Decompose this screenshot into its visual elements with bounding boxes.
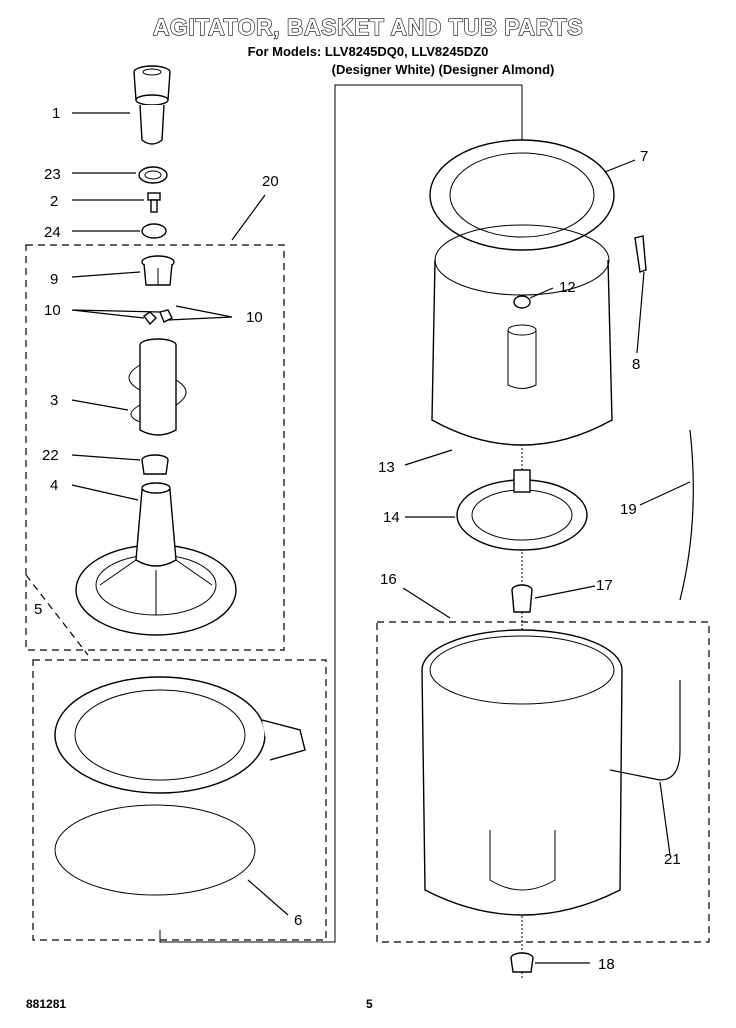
callout-9: 9 bbox=[50, 271, 58, 288]
part-8-bracket bbox=[634, 235, 647, 273]
callout-13: 13 bbox=[378, 459, 395, 476]
assembly-16-box bbox=[376, 621, 710, 943]
part-2-bolt bbox=[147, 192, 161, 213]
callout-23: 23 bbox=[44, 166, 61, 183]
callout-21: 21 bbox=[664, 851, 681, 868]
callout-3: 3 bbox=[50, 392, 58, 409]
part-24-o-ring bbox=[141, 223, 167, 239]
callout-16: 16 bbox=[380, 571, 397, 588]
part-5-tub-ring bbox=[54, 676, 306, 794]
callout-1: 1 bbox=[52, 105, 60, 122]
part-17-seal bbox=[511, 584, 533, 613]
part-10-dogs bbox=[142, 309, 173, 326]
callout-4: 4 bbox=[50, 477, 58, 494]
callout-7: 7 bbox=[640, 148, 648, 165]
part-21-drain-hose bbox=[609, 680, 681, 781]
part-9-cam bbox=[141, 255, 175, 286]
part-22-coupling bbox=[141, 454, 169, 475]
callout-10-right: 10 bbox=[246, 309, 263, 326]
part-1-agitator-cap bbox=[133, 65, 171, 145]
callout-14: 14 bbox=[383, 509, 400, 526]
part-14-drive-block bbox=[456, 469, 588, 551]
callout-18: 18 bbox=[598, 956, 615, 973]
callout-12: 12 bbox=[559, 279, 576, 296]
part-7-basket-ring bbox=[429, 139, 615, 251]
callout-19: 19 bbox=[620, 501, 637, 518]
callout-24: 24 bbox=[44, 224, 61, 241]
callout-17: 17 bbox=[596, 577, 613, 594]
callout-8: 8 bbox=[632, 356, 640, 373]
part-6-tub-clamp bbox=[54, 804, 256, 896]
page-number: 5 bbox=[366, 997, 373, 1011]
part-18-plug bbox=[510, 952, 534, 973]
callout-5: 5 bbox=[34, 601, 42, 618]
part-16-outer-tub bbox=[421, 629, 623, 916]
part-12-nut bbox=[513, 295, 531, 309]
part-13-basket bbox=[431, 224, 613, 446]
part-19-hose bbox=[679, 429, 694, 601]
part-23-clip bbox=[138, 166, 168, 184]
assembly-5-box bbox=[32, 659, 327, 941]
callout-10-left: 10 bbox=[44, 302, 61, 319]
callout-22: 22 bbox=[42, 447, 59, 464]
part-4-agitator-base bbox=[75, 482, 237, 636]
diagram-code: 881281 bbox=[26, 997, 67, 1011]
callout-20: 20 bbox=[262, 173, 279, 190]
callout-2: 2 bbox=[50, 193, 58, 210]
callout-6: 6 bbox=[294, 912, 302, 929]
model-numbers: For Models: LLV8245DQ0, LLV8245DZ0 bbox=[247, 44, 489, 59]
model-variants: (Designer White) (Designer Almond) bbox=[331, 62, 555, 77]
assembly-20-box bbox=[25, 244, 285, 651]
page-title: AGITATOR, BASKET AND TUB PARTS bbox=[152, 13, 584, 40]
part-3-agitator-auger bbox=[128, 338, 187, 436]
